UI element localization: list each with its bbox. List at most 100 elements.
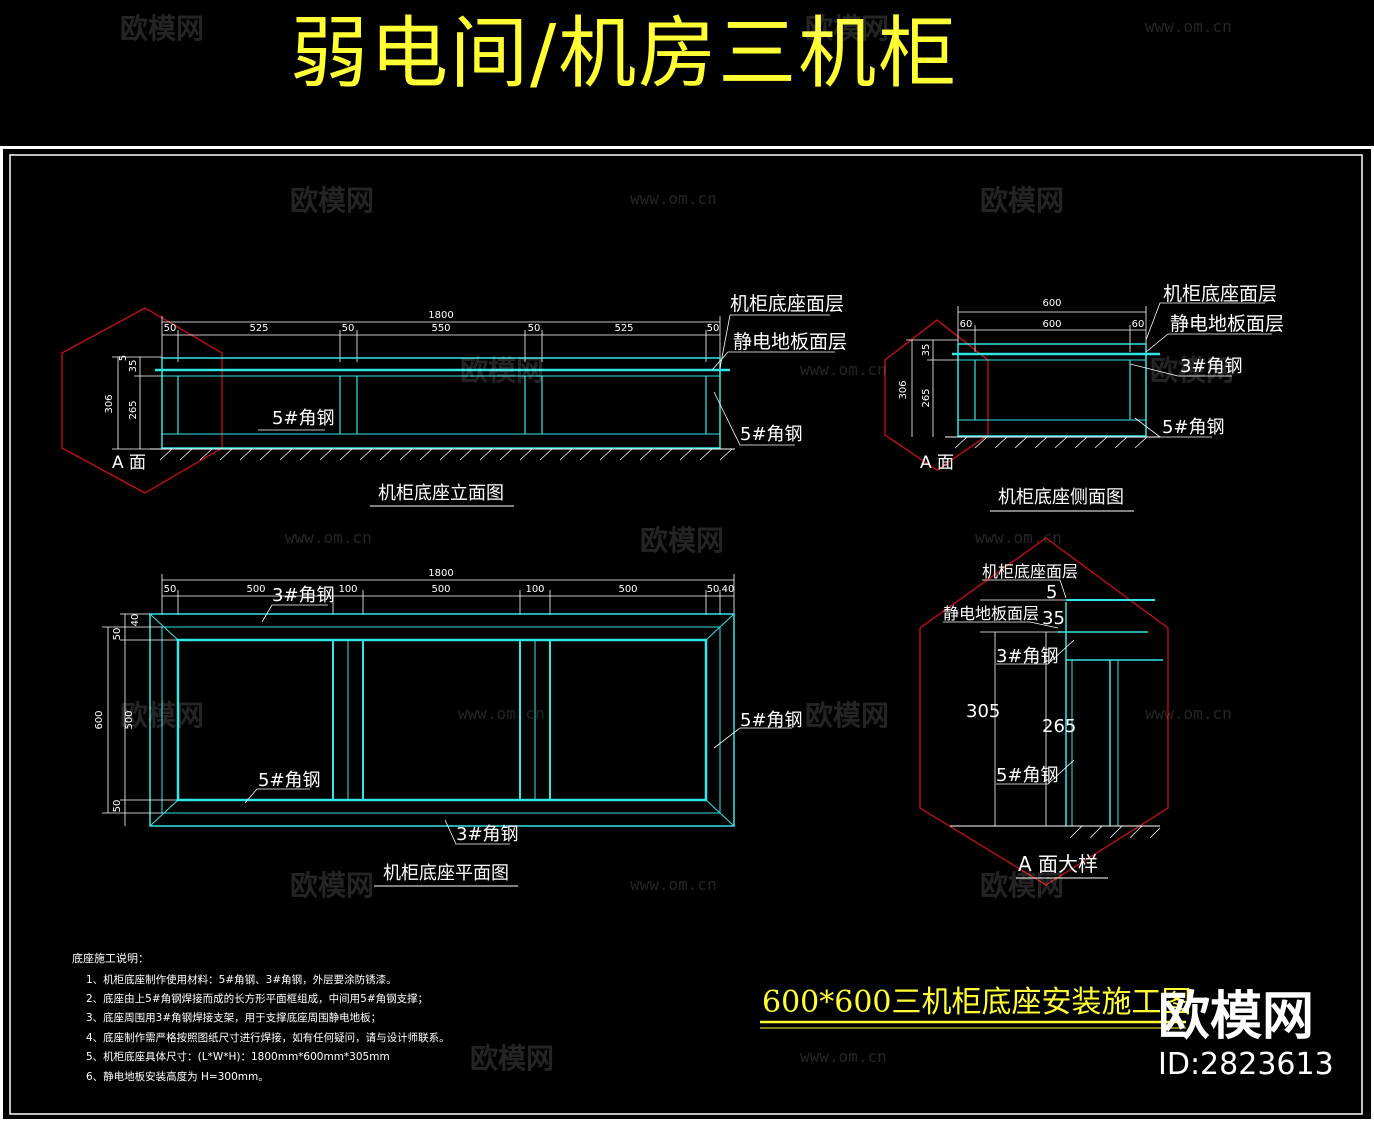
elevation-view: 1800 50 525 50 550 50 525 50 306 265 35 … <box>61 293 847 507</box>
elev-label-floor: 静电地板面层 <box>733 331 847 353</box>
detail-dim-265: 265 <box>1042 716 1076 737</box>
elev-label-cabinet-top: 机柜底座面层 <box>730 293 844 315</box>
elev-dim-4: 550 <box>431 323 450 334</box>
plan-dim-50-top: 50 <box>112 628 123 641</box>
watermark-brand: 欧模网 <box>460 354 544 387</box>
plan-label-steel3-top: 3#角钢 <box>272 585 335 606</box>
elev-dim-6: 525 <box>614 323 633 334</box>
plan-dim-40: 40 <box>130 614 141 627</box>
elev-dim-5: 5 <box>118 355 129 361</box>
side-dim-2: 600 <box>1042 319 1061 330</box>
plan-dim-total: 1800 <box>428 568 453 579</box>
inner-frame <box>9 154 1363 1115</box>
detail-dim-5: 5 <box>1046 582 1057 603</box>
plan-dim-4: 500 <box>431 584 450 595</box>
brand-stamp: 欧模网 <box>1158 987 1314 1047</box>
detail-caption: A 面大样 <box>1018 852 1098 876</box>
detail-dim-35: 35 <box>1042 608 1065 629</box>
plan-dim-7: 50 <box>707 584 720 595</box>
side-frame <box>957 343 1147 437</box>
plan-label-steel3-bottom: 3#角钢 <box>456 824 519 845</box>
plan-dim-6: 500 <box>618 584 637 595</box>
a-face-detail: 机柜底座面层 静电地板面层 3#角钢 5#角钢 5 35 305 265 A 面… <box>919 537 1169 886</box>
watermarks: 欧模网 欧模网 www.om.cn 欧模网 欧模网 www.om.cn 欧模网 … <box>120 12 1234 1075</box>
drawing-title: 600*600三机柜底座安装施工图 <box>762 985 1192 1020</box>
elev-caption: 机柜底座立面图 <box>378 483 504 504</box>
plan-dim-500: 500 <box>124 710 135 729</box>
watermark-brand: 欧模网 <box>805 699 889 732</box>
elev-label-steel-in: 5#角钢 <box>272 408 335 429</box>
elev-dim-total: 1800 <box>428 310 453 321</box>
side-caption: 机柜底座侧面图 <box>998 487 1124 508</box>
watermark-brand: 欧模网 <box>980 869 1064 902</box>
elev-dim-35: 35 <box>128 360 139 373</box>
note-item: 1、机柜底座制作使用材料：5#角钢、3#角钢，外层要涂防锈漆。 <box>86 973 397 986</box>
side-dim-306: 306 <box>898 380 909 399</box>
side-label-cabinet-top: 机柜底座面层 <box>1163 283 1277 305</box>
watermark-url: www.om.cn <box>800 360 887 379</box>
plan-caption: 机柜底座平面图 <box>383 863 509 884</box>
side-label-steel5: 5#角钢 <box>1162 417 1225 438</box>
watermark-brand: 欧模网 <box>120 699 204 732</box>
construction-notes: 底座施工说明： 1、机柜底座制作使用材料：5#角钢、3#角钢，外层要涂防锈漆。 … <box>72 951 450 1083</box>
plan-inner-frame <box>176 638 708 802</box>
watermark-brand: 欧模网 <box>640 524 724 557</box>
watermark-url: www.om.cn <box>458 704 545 723</box>
plan-label-steel5-left: 5#角钢 <box>258 770 321 791</box>
watermark-brand: 欧模网 <box>1150 354 1234 387</box>
detail-label-steel5: 5#角钢 <box>996 765 1059 786</box>
watermark-url: www.om.cn <box>630 189 717 208</box>
plan-label-steel5-right: 5#角钢 <box>740 710 803 731</box>
side-face-mark: A 面 <box>920 453 954 473</box>
page-title: 弱电间/机房三机柜 <box>290 9 959 99</box>
note-item: 3、底座周围用3#角钢焊接支架，用于支撑底座周围静电地板； <box>86 1011 381 1024</box>
plan-dim-3: 100 <box>338 584 357 595</box>
watermark-url: www.om.cn <box>1145 704 1232 723</box>
note-item: 5、机柜底座具体尺寸：(L*W*H)：1800mm*600mm*305mm <box>86 1050 390 1063</box>
drawing-frame <box>0 146 1374 1122</box>
side-dim-265: 265 <box>921 388 932 407</box>
watermark-brand: 欧模网 <box>290 869 374 902</box>
elev-dim-1: 50 <box>164 323 177 334</box>
detail-dim-305: 305 <box>966 701 1000 722</box>
detail-hexagon <box>919 537 1169 886</box>
watermark-url: www.om.cn <box>800 1047 887 1066</box>
detail-label-floor: 静电地板面层 <box>943 604 1039 623</box>
elev-face-mark: A 面 <box>112 453 146 473</box>
detail-label-cabinet-top: 机柜底座面层 <box>982 562 1078 581</box>
plan-dim-8: 40 <box>722 584 735 595</box>
elev-dim-5: 50 <box>528 323 541 334</box>
elev-dim-306: 306 <box>104 394 115 413</box>
note-item: 4、底座制作需严格按照图纸尺寸进行焊接，如有任何疑问，请与设计师联系。 <box>86 1031 450 1044</box>
elev-dim-2: 525 <box>249 323 268 334</box>
note-item: 6、静电地板安装高度为 H=300mm。 <box>86 1070 269 1083</box>
plan-view: 1800 50 500 100 500 100 500 50 40 600 <box>94 568 803 887</box>
watermark-url: www.om.cn <box>1145 17 1232 36</box>
plan-outer-frame <box>149 613 735 827</box>
side-dim-35: 35 <box>921 344 932 357</box>
notes-heading: 底座施工说明： <box>72 951 149 965</box>
plan-dim-5: 100 <box>525 584 544 595</box>
watermark-brand: 欧模网 <box>290 184 374 217</box>
watermark-brand: 欧模网 <box>470 1042 554 1075</box>
elev-dim-3: 50 <box>342 323 355 334</box>
elev-label-steel-out: 5#角钢 <box>740 424 803 445</box>
side-view: 600 60 600 60 306 265 35 机柜底座面层 静电地板面层 3… <box>884 283 1284 512</box>
side-label-steel3: 3#角钢 <box>1180 356 1243 377</box>
watermark-url: www.om.cn <box>285 528 372 547</box>
watermark-brand: 欧模网 <box>980 184 1064 217</box>
side-dim-total: 600 <box>1042 298 1061 309</box>
elev-frame <box>161 357 721 449</box>
side-label-floor: 静电地板面层 <box>1170 313 1284 335</box>
elev-dim-7: 50 <box>707 323 720 334</box>
plan-mid-frame <box>161 626 721 814</box>
watermark-url: www.om.cn <box>975 528 1062 547</box>
brand-id: ID:2823613 <box>1158 1047 1334 1082</box>
note-item: 2、底座由上5#角钢焊接而成的长方形平面框组成，中间用5#角钢支撑； <box>86 992 428 1005</box>
plan-dim-600: 600 <box>94 710 105 729</box>
plan-dim-1: 50 <box>164 584 177 595</box>
plan-dim-2: 500 <box>246 584 265 595</box>
plan-dim-50-bottom: 50 <box>112 800 123 813</box>
side-hexagon <box>884 319 989 471</box>
side-dim-3: 60 <box>1132 319 1145 330</box>
